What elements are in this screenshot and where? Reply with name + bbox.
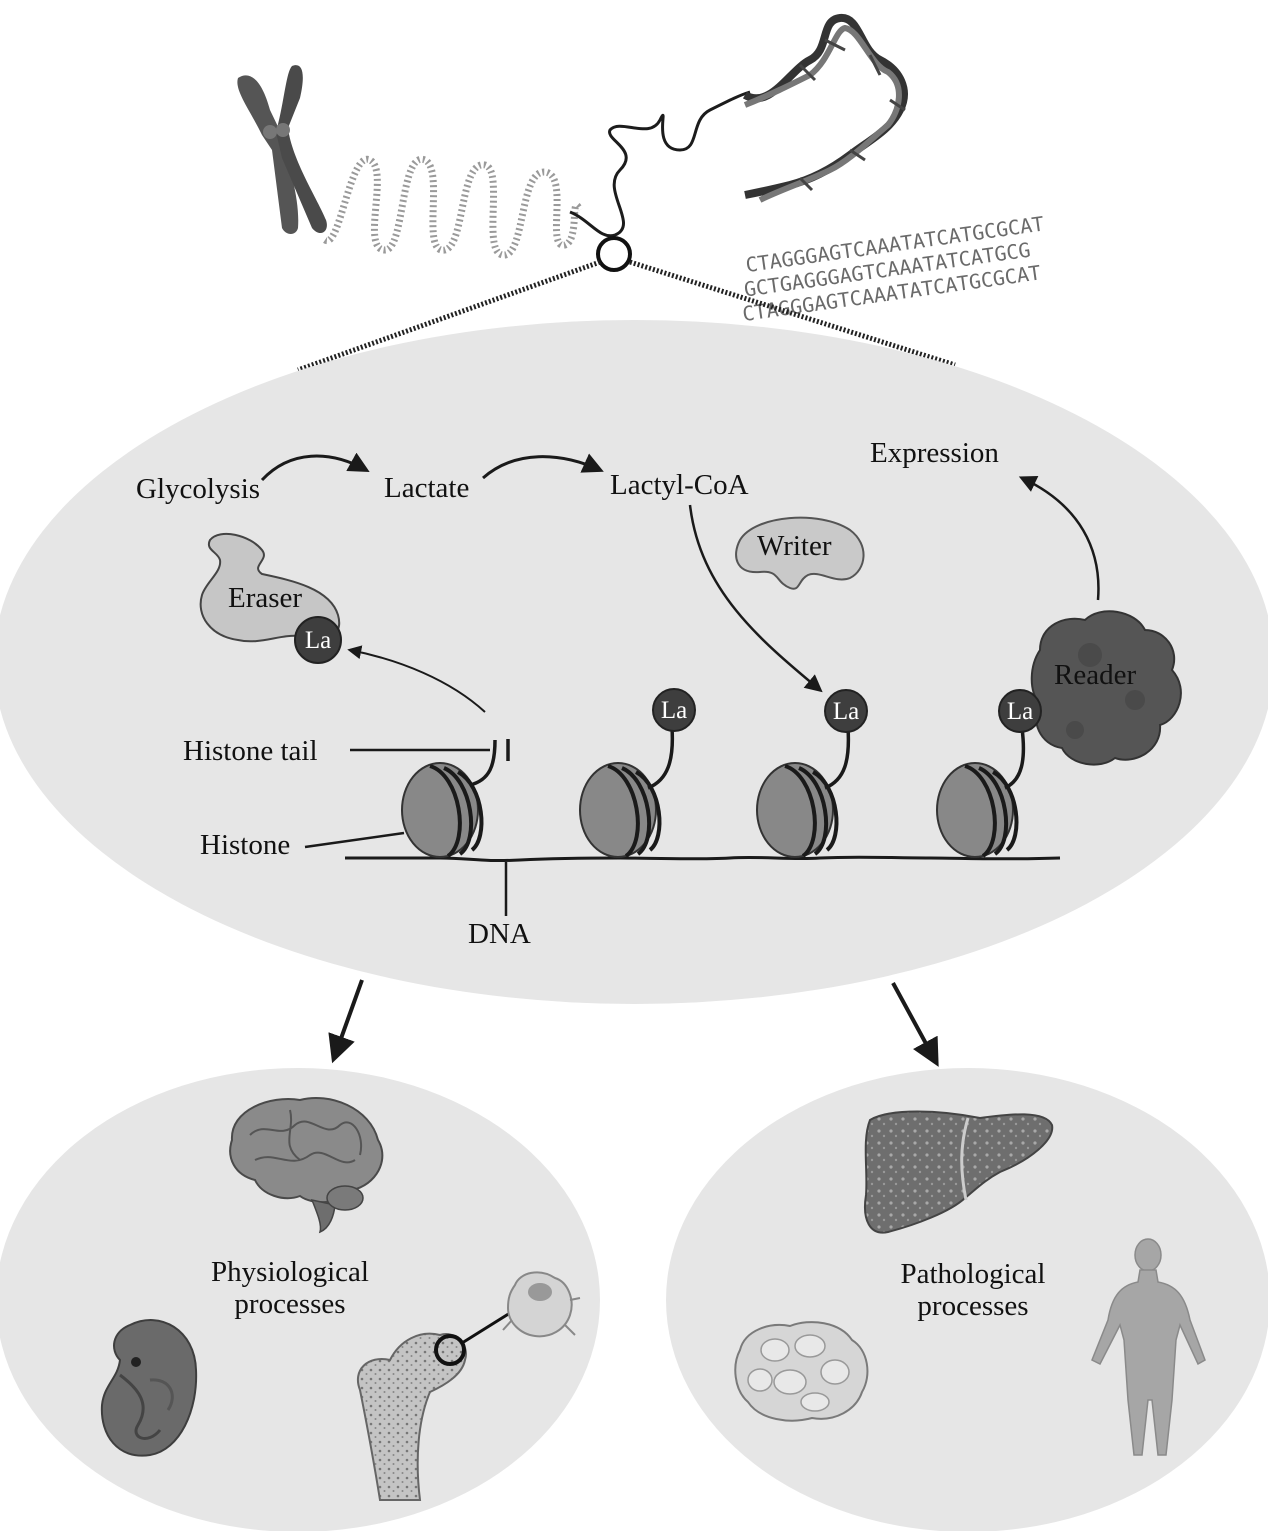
dna-label: DNA xyxy=(468,918,531,950)
la-mark-eraser: La xyxy=(294,616,342,664)
nucleosome-2 xyxy=(579,762,662,858)
histone-tail-3 xyxy=(824,727,851,790)
la-label-eraser: La xyxy=(305,627,331,654)
histone-tail-2 xyxy=(647,727,675,790)
physiological-label-line1: Physiological xyxy=(211,1256,369,1288)
writer-label: Writer xyxy=(757,530,832,562)
lactyl-coa-label: Lactyl-CoA xyxy=(610,469,749,501)
la-mark-3: La xyxy=(824,689,868,733)
chromatin-fiber xyxy=(323,156,584,259)
la-label-2: La xyxy=(661,697,687,724)
chromosome-icon xyxy=(237,65,327,234)
reader-label: Reader xyxy=(1054,659,1136,691)
nucleosome-4 xyxy=(936,762,1019,858)
bone-zoom-circle xyxy=(434,1334,466,1366)
bone-cell-icon xyxy=(502,1271,581,1338)
arrow-glycolysis-lactate xyxy=(260,452,370,482)
la-mark-4: La xyxy=(998,689,1042,733)
writer-enzyme: Writer xyxy=(735,516,865,590)
femur-bone-icon xyxy=(357,1311,511,1501)
dna-sequence: CTAGGGAGTCAAATATCATGCGCAT GCTGAGGGAGTCAA… xyxy=(741,211,1046,326)
zoom-line-left xyxy=(297,259,601,373)
histone-label: Histone xyxy=(200,829,290,861)
zoom-circle xyxy=(596,236,632,272)
arrow-tail-eraser xyxy=(347,645,486,713)
nucleosome-3 xyxy=(756,762,839,858)
adipose-tissue-icon xyxy=(734,1321,869,1422)
la-label-4: La xyxy=(1007,698,1033,725)
pathological-label-line2: processes xyxy=(917,1290,1028,1322)
physiological-label-line2: processes xyxy=(234,1288,345,1320)
bone-zoom-line xyxy=(461,1311,511,1345)
dna-baseline xyxy=(345,855,1061,863)
embryo-icon xyxy=(100,1319,198,1457)
histone-tail-4 xyxy=(1004,727,1026,790)
dna-strand-thin xyxy=(569,90,751,238)
glycolysis-label: Glycolysis xyxy=(136,473,260,505)
eraser-label: Eraser xyxy=(228,582,302,614)
liver-icon xyxy=(864,1110,1054,1234)
brain-icon xyxy=(229,1096,384,1234)
arrow-to-physiological xyxy=(328,979,364,1064)
arrow-lactate-lactylcoa xyxy=(482,453,604,480)
arrow-reader-expression xyxy=(1018,475,1100,601)
histone-pointer xyxy=(304,831,405,849)
histone-tail-label: Histone tail xyxy=(183,735,318,767)
arrow-to-pathological xyxy=(891,982,939,1067)
histone-tail-1 xyxy=(469,739,497,787)
lactate-label: Lactate xyxy=(384,472,469,504)
la-mark-2: La xyxy=(652,688,696,732)
nucleosome-1 xyxy=(401,762,484,858)
arrow-lactylcoa-la xyxy=(688,504,823,693)
zoom-line-right xyxy=(629,259,956,368)
la-label-3: La xyxy=(833,698,859,725)
reader-complex: Reader xyxy=(1030,610,1182,766)
dna-double-helix xyxy=(742,14,908,203)
human-body-icon xyxy=(1091,1238,1206,1456)
pathological-label-line1: Pathological xyxy=(901,1258,1046,1290)
expression-label: Expression xyxy=(870,437,999,469)
